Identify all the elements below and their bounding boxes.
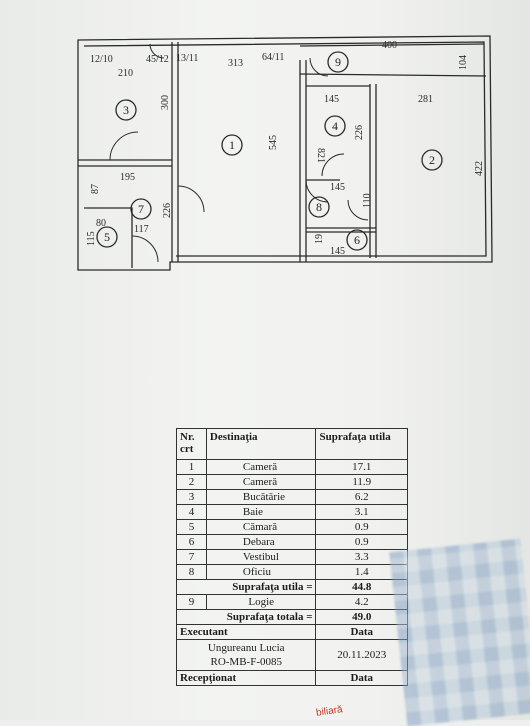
dimension-label: 64/11 [262, 52, 284, 63]
cell-dest: Cameră [205, 459, 317, 475]
dimension-label: 281 [418, 94, 433, 105]
cell-supr: 3.1 [315, 504, 408, 520]
receptionat-row: Recepţionat Data [175, 670, 408, 686]
executant-code: RO-MB-F-0085 [210, 656, 282, 668]
room-number: 1 [229, 138, 235, 152]
receptionat-label: Recepţionat [175, 670, 317, 686]
dimension-label: 87 [90, 184, 101, 194]
executant-row: Ungureanu Lucia RO-MB-F-0085 20.11.2023 [175, 639, 408, 671]
cell-dest: Bucătărie [205, 489, 317, 505]
cell-nr: 8 [176, 564, 207, 580]
cell-nr: 4 [176, 504, 207, 520]
dimension-label: 104 [458, 55, 469, 70]
room-number: 4 [332, 119, 338, 133]
room-number: 6 [354, 233, 360, 247]
room-number: 3 [123, 103, 129, 117]
room-number: 5 [104, 230, 110, 244]
cell-nr: 1 [176, 459, 207, 475]
cell-nr: 3 [176, 489, 207, 505]
executant-name: Ungureanu Lucia [207, 642, 285, 654]
cell-nr: 7 [176, 549, 207, 565]
dimension-label: 145 [330, 246, 345, 257]
cell-nr: 2 [176, 474, 207, 490]
cell-nr: 6 [176, 534, 207, 550]
logie-label: Logie [205, 594, 317, 610]
header-nr: Nr. crt [176, 428, 207, 460]
executant-date: 20.11.2023 [315, 639, 408, 671]
cell-dest: Oficiu [205, 564, 317, 580]
floor-plan: 1 2 3 4 5 6 7 8 9 12/10 210 45/12 13/11 … [77, 35, 493, 271]
executant-label: Executant [175, 624, 317, 640]
dimension-label: 821 [315, 148, 326, 163]
dimension-label: 110 [362, 193, 373, 208]
room-number: 8 [316, 200, 322, 214]
table-header-row: Nr. crt Destinaţia Suprafaţa utila [176, 428, 408, 460]
data-label-2: Data [315, 670, 408, 686]
dimension-label: 145 [330, 182, 345, 193]
dimension-label: 115 [86, 231, 97, 246]
dimension-label: 545 [268, 135, 279, 150]
dimension-label: 45/12 [146, 54, 169, 65]
logie-nr: 9 [176, 594, 207, 610]
cell-supr: 6.2 [315, 489, 408, 505]
room-number: 2 [429, 153, 435, 167]
dimension-label: 195 [120, 172, 135, 183]
header-destinatia: Destinaţia [205, 428, 317, 460]
cell-dest: Cameră [205, 474, 317, 490]
dimension-label: 145 [324, 94, 339, 105]
total-area-row: Suprafaţa totala = 49.0 [175, 609, 408, 625]
cell-supr: 0.9 [315, 519, 408, 535]
dimension-label: 117 [134, 224, 149, 235]
dimension-label: 80 [96, 218, 106, 229]
dimension-label: 19 [314, 234, 325, 244]
data-label: Data [315, 624, 408, 640]
useful-area-row: Suprafaţa utila = 44.8 [175, 579, 408, 595]
cell-dest: Cămară [205, 519, 317, 535]
total-area-value: 49.0 [315, 609, 408, 625]
dimension-label: 210 [118, 68, 133, 79]
executant-cell: Ungureanu Lucia RO-MB-F-0085 [175, 639, 317, 671]
executant-header-row: Executant Data [175, 624, 408, 640]
blurred-stamp [389, 538, 530, 726]
dimension-label: 226 [354, 125, 365, 140]
cell-supr: 11.9 [315, 474, 408, 490]
cell-nr: 5 [176, 519, 207, 535]
dimension-label: 313 [228, 58, 243, 69]
cell-dest: Vestibul [205, 549, 317, 565]
cell-dest: Debara [205, 534, 317, 550]
dimension-label: 422 [474, 161, 485, 176]
dimension-label: 226 [162, 203, 173, 218]
dimension-label: 12/10 [90, 54, 113, 65]
cell-supr: 0.9 [315, 534, 408, 550]
cell-supr: 17.1 [315, 459, 408, 475]
room-number: 7 [138, 202, 144, 216]
header-suprafata: Suprafaţa utila [315, 428, 408, 460]
dimension-label: 13/11 [176, 53, 198, 64]
logie-value: 4.2 [315, 594, 408, 610]
total-area-label: Suprafaţa totala = [175, 609, 317, 625]
cell-dest: Baie [205, 504, 317, 520]
logie-row: 9 Logie 4.2 [176, 594, 408, 610]
useful-area-label: Suprafaţa utila = [175, 579, 317, 595]
dimension-label: 300 [160, 95, 171, 110]
room-number: 9 [335, 55, 341, 69]
dimension-label: 400 [382, 40, 397, 51]
